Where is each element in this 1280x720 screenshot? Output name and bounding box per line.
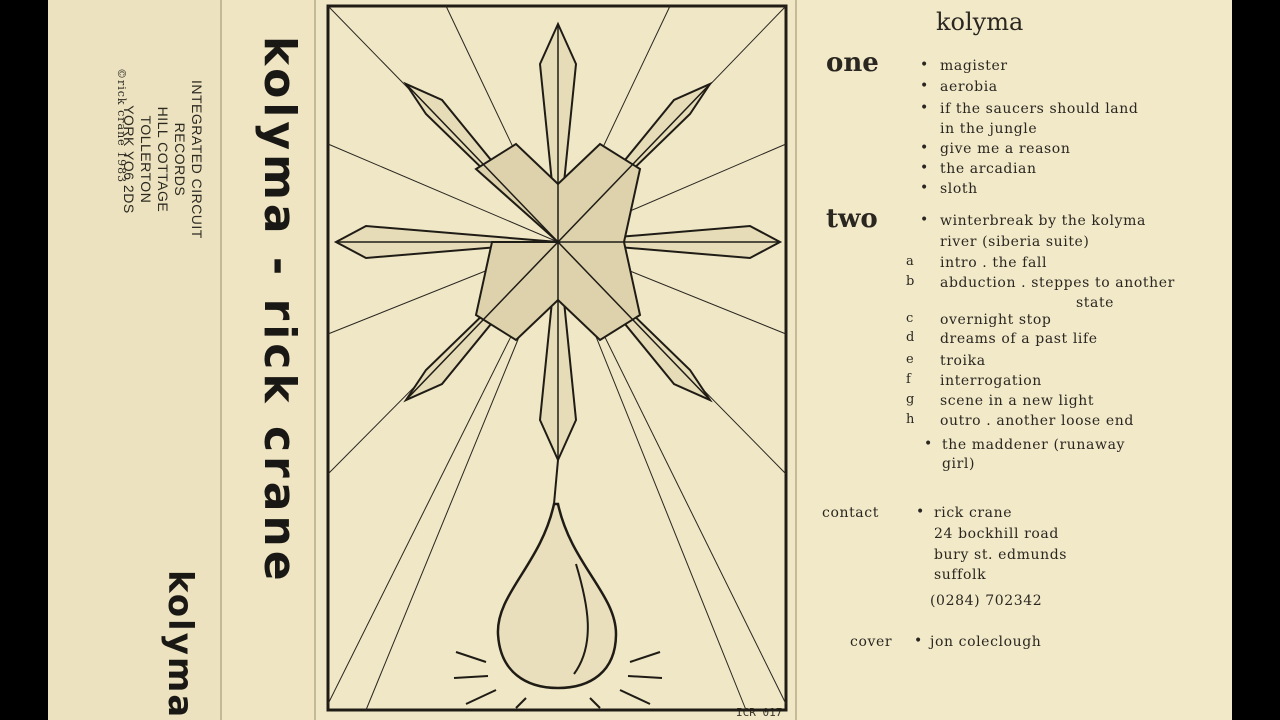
address-line: YORK YO6 2DS (121, 105, 137, 214)
fold-line (220, 0, 222, 720)
part-item: abduction . steppes to another (940, 275, 1175, 291)
contact-line: bury st. edmunds (934, 547, 1068, 563)
bullet-icon: • (920, 57, 929, 73)
bullet-icon: • (920, 180, 929, 196)
track-item: sloth (940, 181, 978, 197)
bullet-icon: • (920, 100, 929, 116)
track-item: river (siberia suite) (940, 234, 1090, 250)
part-item: troika (940, 353, 986, 369)
star-detail (336, 24, 780, 460)
track-item: the arcadian (940, 161, 1037, 177)
address-line: INTEGRATED CIRCUIT (189, 80, 205, 239)
label-address: INTEGRATED CIRCUIT RECORDS HILL COTTAGE … (120, 80, 205, 239)
side-one-label: one (826, 48, 879, 78)
contact-line: suffolk (934, 567, 987, 583)
track-item: the maddener (runaway (942, 437, 1126, 453)
part-letter: g (906, 392, 915, 407)
contact-line: 24 bockhill road (934, 526, 1059, 542)
address-line: RECORDS (172, 122, 188, 197)
bullet-icon: • (920, 212, 929, 228)
track-item: in the jungle (940, 121, 1038, 137)
side-two-label: two (826, 204, 878, 234)
cover-artwork (326, 4, 788, 712)
bullet-icon: • (920, 140, 929, 156)
bullet-icon: • (914, 633, 923, 649)
spine-title: kolyma - rick crane (254, 36, 305, 585)
part-letter: d (906, 330, 915, 345)
contact-line: rick crane (934, 505, 1013, 521)
part-letter: e (906, 352, 914, 367)
tracklist-panel (796, 0, 1232, 720)
fold-line (314, 0, 316, 720)
track-item: if the saucers should land (940, 101, 1139, 117)
part-item: state (1076, 295, 1115, 311)
address-line: TOLLERTON (138, 115, 154, 204)
art-frame (326, 4, 788, 712)
bullet-icon: • (920, 160, 929, 176)
part-letter: a (906, 254, 914, 269)
part-letter: b (906, 274, 915, 289)
album-title: kolyma (936, 8, 1024, 36)
contact-label: contact (822, 505, 879, 521)
flap-band-name: kolyma (160, 570, 200, 720)
back-flap-panel (48, 0, 220, 720)
splash-lines (453, 651, 663, 709)
spine-panel (220, 0, 314, 720)
bullet-icon: • (920, 78, 929, 94)
part-item: outro . another loose end (940, 413, 1134, 429)
cover-artist: jon coleclough (930, 634, 1042, 650)
bullet-icon: • (916, 504, 925, 520)
track-item: magister (940, 58, 1008, 74)
track-item: give me a reason (940, 141, 1071, 157)
part-letter: f (906, 372, 911, 387)
track-item: aerobia (940, 79, 998, 95)
contact-phone: (0284) 702342 (930, 593, 1043, 609)
bullet-icon: • (924, 436, 933, 452)
cover-label: cover (850, 634, 893, 650)
part-item: scene in a new light (940, 393, 1095, 409)
track-item: winterbreak by the kolyma (940, 213, 1146, 229)
address-line: HILL COTTAGE (155, 106, 171, 213)
teardrop (453, 459, 663, 709)
part-item: overnight stop (940, 312, 1052, 328)
fold-line (795, 0, 797, 720)
part-letter: c (906, 311, 914, 326)
part-item: intro . the fall (940, 255, 1048, 271)
part-item: interrogation (940, 373, 1042, 389)
part-item: dreams of a past life (940, 331, 1098, 347)
track-item: girl) (942, 456, 976, 472)
part-letter: h (906, 412, 915, 427)
